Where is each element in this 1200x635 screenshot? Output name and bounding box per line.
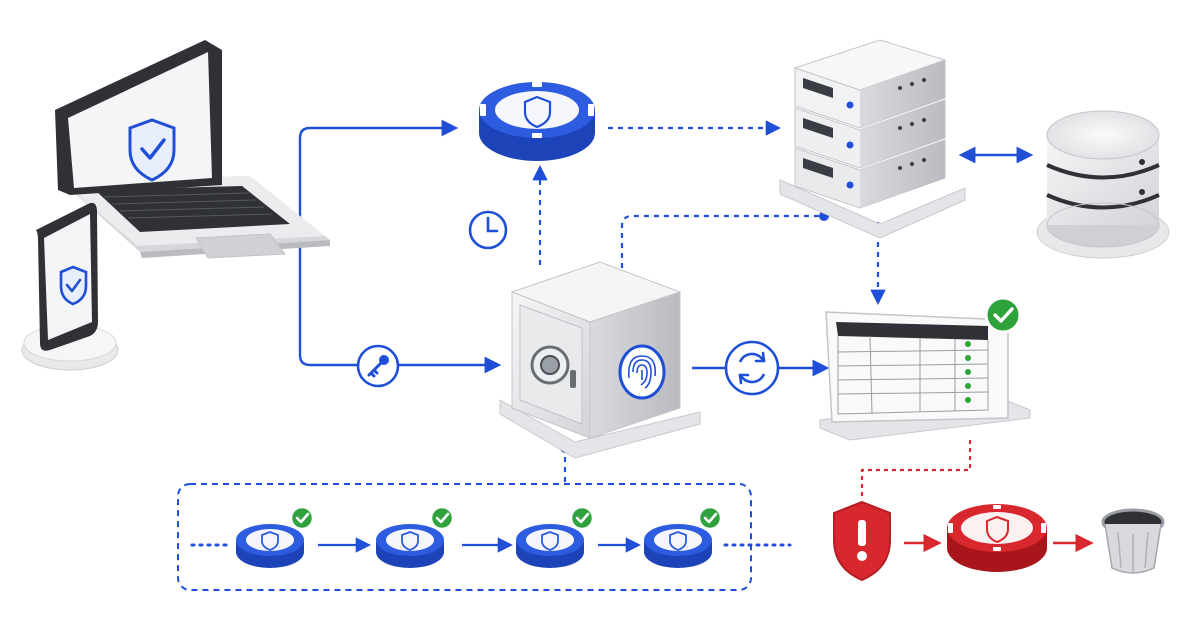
clock-icon (468, 210, 508, 250)
sync-icon (724, 340, 780, 396)
vault-to-server-link (620, 214, 822, 268)
chain-token-check-icon (429, 505, 455, 531)
server-stack-icon (779, 39, 966, 239)
chain-token-check-icon (289, 505, 315, 531)
laptop-to-vault-arrow (298, 250, 502, 374)
key-icon (356, 344, 400, 388)
chain-token-check-icon (569, 505, 595, 531)
vault-safe-icon (499, 261, 701, 459)
alert-shield-icon (833, 500, 891, 582)
laptop-shield (128, 118, 176, 182)
chain-token-check-icon (697, 505, 723, 531)
phone-shield-icon (21, 202, 119, 371)
database-icon (1036, 110, 1170, 259)
chain-token-1 (236, 505, 315, 568)
chain-token-4 (644, 505, 723, 568)
check-badge-icon (984, 296, 1022, 334)
red-token-icon (947, 504, 1047, 572)
laptop-to-token-arrow (298, 119, 459, 250)
trash-bin-icon (1101, 508, 1165, 574)
table-to-alert-link (860, 440, 972, 500)
chain-token-2 (376, 505, 455, 568)
table-verified-icon (819, 311, 1031, 441)
laptop-shield-icon (55, 40, 330, 259)
connectors (177, 119, 1094, 591)
token-chain-box (177, 483, 752, 591)
chain-token-3 (516, 505, 595, 568)
token-shield-icon (479, 82, 595, 161)
token-chain (236, 505, 723, 568)
